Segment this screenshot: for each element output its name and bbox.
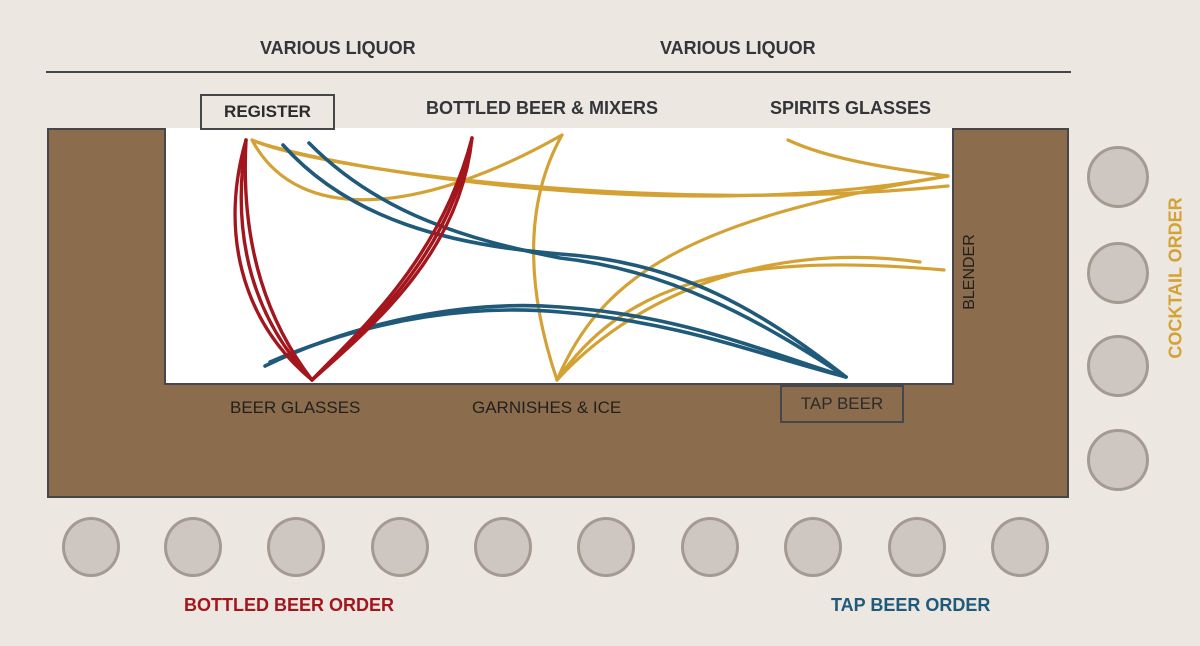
bar-seat-6[interactable]: [577, 517, 635, 577]
cocktail-seat-1[interactable]: [1087, 146, 1149, 208]
register-station: REGISTER: [200, 94, 335, 130]
label-bottled-beer-order: BOTTLED BEER ORDER: [184, 595, 395, 615]
bar-seat-5[interactable]: [474, 517, 532, 577]
cocktail-seat-3[interactable]: [1087, 335, 1149, 397]
label-spirits-glasses: SPIRITS GLASSES: [770, 98, 932, 118]
bartender-workspace: [164, 128, 954, 385]
label-various-liquor-left: VARIOUS LIQUOR: [260, 38, 416, 58]
bar-seat-10[interactable]: [991, 517, 1049, 577]
label-various-liquor-right: VARIOUS LIQUOR: [660, 38, 816, 58]
label-beer-glasses: BEER GLASSES: [230, 398, 361, 417]
label-blender: BLENDER: [961, 234, 978, 310]
label-garnishes-ice: GARNISHES & ICE: [472, 398, 622, 417]
register-label: REGISTER: [224, 102, 311, 121]
bar-seat-1[interactable]: [62, 517, 120, 577]
label-bottled-beer-mixers: BOTTLED BEER & MIXERS: [426, 98, 659, 118]
bar-seat-8[interactable]: [784, 517, 842, 577]
bar-seat-2[interactable]: [164, 517, 222, 577]
bar-seat-4[interactable]: [371, 517, 429, 577]
bar-seat-9[interactable]: [888, 517, 946, 577]
label-cocktail-order: COCKTAIL ORDER: [1165, 197, 1186, 359]
label-tap-beer-order: TAP BEER ORDER: [831, 595, 991, 615]
tap-beer-label: TAP BEER: [800, 394, 884, 413]
bar-seat-3[interactable]: [267, 517, 325, 577]
cocktail-seat-2[interactable]: [1087, 242, 1149, 304]
bar-seat-7[interactable]: [681, 517, 739, 577]
cocktail-seat-4[interactable]: [1087, 429, 1149, 491]
back-bar-divider: [46, 71, 1071, 73]
tap-beer-station: TAP BEER: [780, 385, 904, 423]
